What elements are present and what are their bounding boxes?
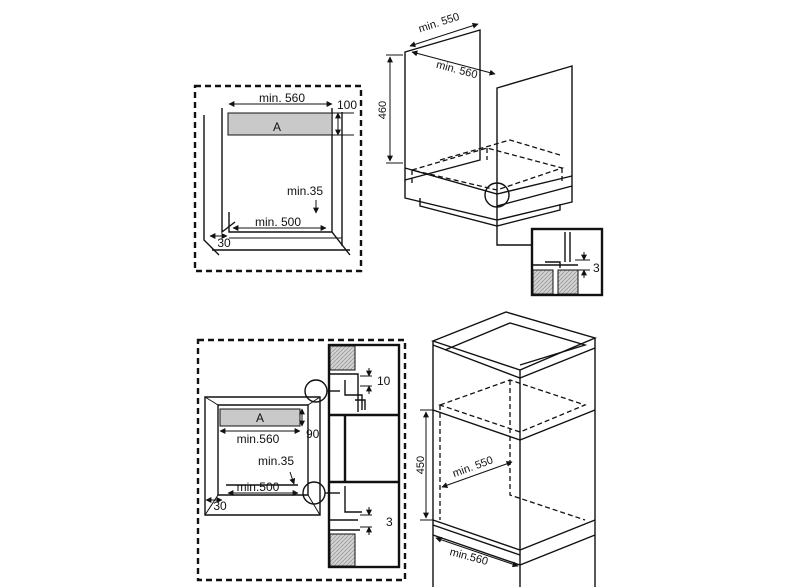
undercounter-right-wall	[331, 108, 351, 256]
column-dashed-frame	[196, 338, 407, 582]
column-height-label: 450	[415, 456, 427, 474]
undercounter-inner-left	[221, 108, 236, 234]
top-detail-box: 3	[530, 227, 604, 297]
undercounter-min35-label: min.35	[287, 184, 323, 198]
undercounter-side-label: 30	[217, 236, 231, 250]
lower-detail-gap-label: 3	[386, 515, 393, 529]
column-depth-label: min.500	[237, 480, 280, 494]
column-width-label: min.560	[237, 432, 280, 446]
undercounter-depth-label: min. 500	[255, 215, 301, 229]
column-area-label: A	[256, 411, 264, 425]
undercounter-front-view: A min. 560 100 min.35 min. 500 30	[193, 84, 363, 273]
cabinet-width-label: min. 560	[435, 59, 479, 82]
top-detail-gap-label: 3	[593, 261, 600, 275]
column-gap-label: 90	[306, 427, 320, 441]
column-min35-dim	[289, 471, 296, 485]
upper-detail-circle	[304, 379, 328, 403]
undercounter-area-label: A	[273, 120, 281, 134]
column-oven-outline	[438, 379, 587, 433]
undercounter-cabinet-isometric: min. 550 min. 560 460	[377, 11, 573, 246]
column-depth-iso-dim	[441, 460, 513, 489]
column-detail-boxes: 10 3	[302, 343, 401, 569]
column-min35-label: min.35	[258, 454, 294, 468]
lower-detail-circle	[302, 481, 326, 505]
undercounter-left-wall	[203, 115, 220, 256]
undercounter-width-label: min. 560	[259, 91, 305, 105]
cabinet-depth-dim	[409, 22, 479, 48]
upper-detail-gap-label: 10	[377, 374, 391, 388]
column-cabinet-isometric: 450 min. 550 min.560	[415, 311, 598, 587]
column-front-view: A min.560 90 min.35 min.500 30	[196, 338, 407, 582]
undercounter-area-a	[227, 112, 333, 136]
undercounter-gap-label: 100	[337, 98, 357, 112]
cabinet-height-label: 460	[377, 101, 389, 119]
column-side-label: 30	[213, 499, 227, 513]
column-width-iso-dim	[435, 536, 519, 568]
cabinet-width-dim	[411, 50, 496, 76]
cabinet-left-panel	[404, 29, 481, 181]
undercounter-dashed-frame	[193, 84, 363, 273]
